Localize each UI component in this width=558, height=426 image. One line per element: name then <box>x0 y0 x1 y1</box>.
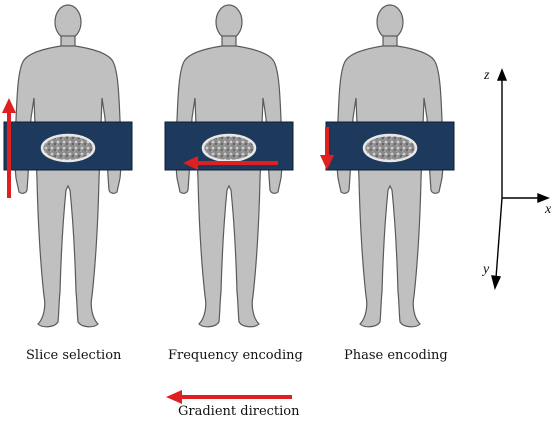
panel-label-slice-selection: Slice selection <box>26 348 122 363</box>
axis-label-x: x <box>545 202 552 217</box>
x-axis-arrowhead-icon <box>537 192 550 204</box>
gradient-arrow-down-icon <box>320 127 334 170</box>
axial-scan-icon <box>40 133 96 163</box>
mri-slice-plane-icon <box>3 121 133 171</box>
gradient-arrow-up-icon <box>2 98 16 198</box>
y-axis-arrowhead-icon <box>491 275 502 291</box>
z-axis-arrowhead-icon <box>496 68 508 81</box>
mri-slice-plane-icon <box>325 121 455 171</box>
axis-label-z: z <box>484 68 490 83</box>
gradient-arrow-left-icon <box>183 156 278 170</box>
panel-phase-encoding <box>320 4 455 328</box>
axis-label-y: y <box>483 262 490 277</box>
y-axis <box>495 197 503 279</box>
panel-label-phase-encoding: Phase encoding <box>344 348 448 363</box>
panel-slice-selection <box>2 4 133 328</box>
axial-scan-icon <box>362 133 418 163</box>
axial-scan-icon <box>201 133 257 163</box>
legend-label: Gradient direction <box>178 404 300 419</box>
panel-frequency-encoding <box>164 4 294 328</box>
legend-arrow-icon <box>166 390 292 404</box>
panel-label-frequency-encoding: Frequency encoding <box>168 348 303 363</box>
coordinate-axes-icon <box>491 68 550 291</box>
